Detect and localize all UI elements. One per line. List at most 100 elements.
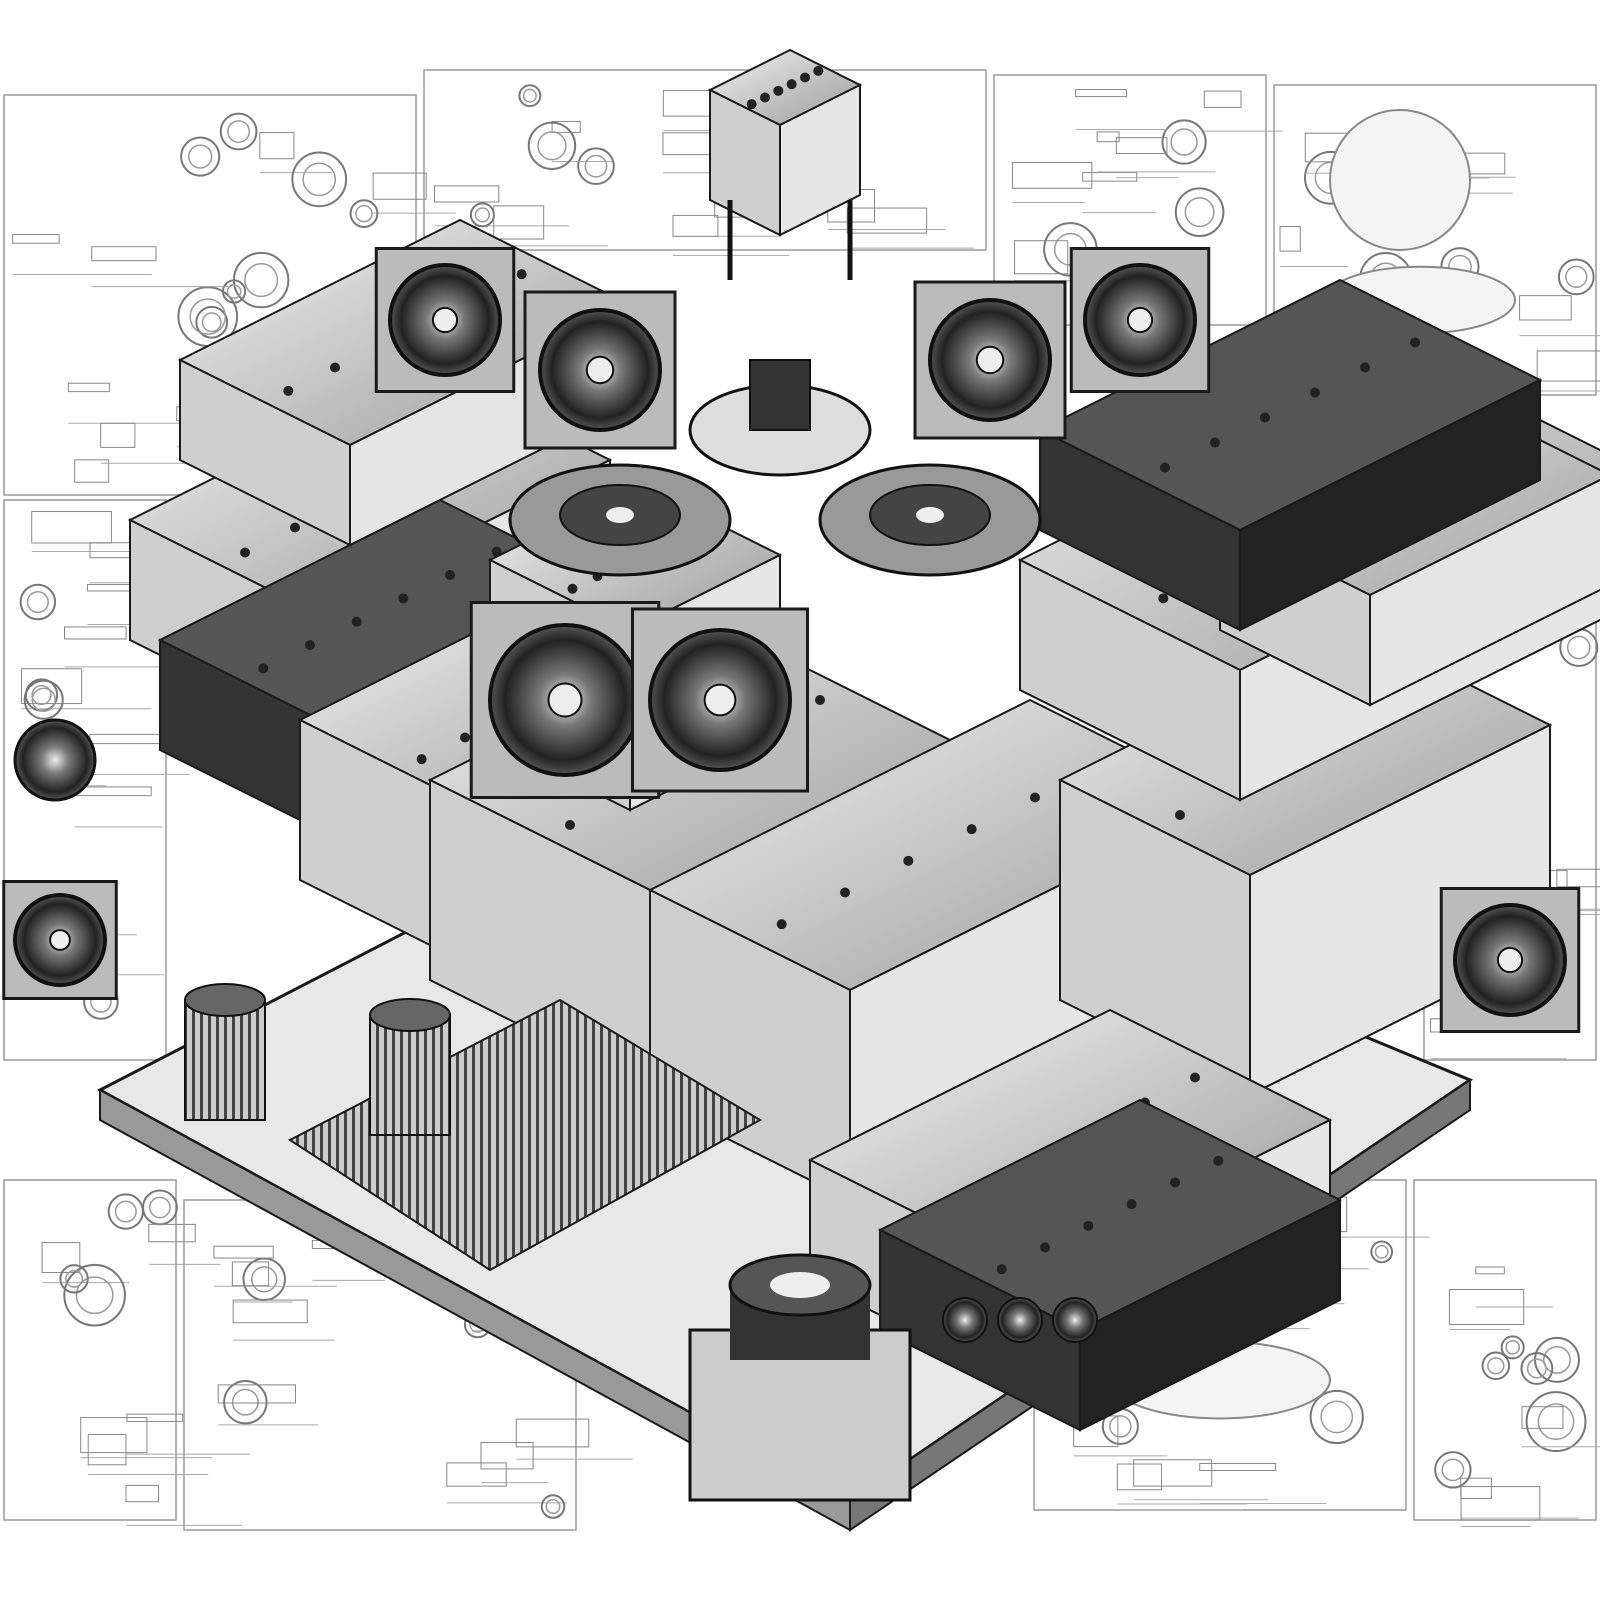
dial-icon <box>226 284 242 299</box>
platter-drawing <box>1329 109 1471 251</box>
knob-icon <box>746 99 757 110</box>
box-side <box>779 83 861 237</box>
dial-icon <box>189 298 227 335</box>
component-box <box>232 1299 308 1324</box>
box-side <box>1079 1198 1341 1432</box>
component-box <box>259 132 295 160</box>
turntable <box>818 463 1042 577</box>
dial-icon <box>1500 1335 1525 1360</box>
dial-icon <box>244 263 279 298</box>
dial-icon <box>1309 1389 1364 1445</box>
dial-icon <box>149 1196 171 1219</box>
dial-icon <box>1526 1358 1547 1379</box>
component-box <box>213 1245 274 1259</box>
dial-icon <box>584 154 608 178</box>
knob-icon <box>460 732 470 743</box>
component-box <box>67 382 110 393</box>
component-box <box>31 511 112 544</box>
dial-icon <box>291 151 348 208</box>
dial-icon <box>1109 1415 1132 1438</box>
dial-icon <box>223 1379 268 1425</box>
dial-icon <box>1184 197 1215 228</box>
speaker-top-center-right <box>913 280 1067 440</box>
cylinder-top <box>184 983 266 1017</box>
knob-icon <box>305 640 315 650</box>
knob-icon <box>760 92 770 103</box>
knob-icon <box>1126 1199 1137 1210</box>
box-side <box>1239 378 1541 632</box>
dial-icon <box>114 1200 137 1223</box>
knob-icon <box>240 547 250 558</box>
component-box <box>846 207 928 234</box>
component-box <box>89 542 133 559</box>
speaker-dustcap <box>431 306 459 334</box>
dial-icon <box>1525 1391 1587 1453</box>
cylinder-filter <box>184 999 266 1121</box>
speaker-dustcap <box>1126 306 1154 334</box>
knob-icon <box>1170 1177 1180 1188</box>
dial-icon <box>1434 1451 1472 1489</box>
bar-speaker-cone <box>1052 1297 1098 1343</box>
controller-right-top <box>1037 278 1543 632</box>
component-box <box>1199 1462 1277 1471</box>
speaker-dustcap <box>547 682 583 718</box>
turntable-spindle <box>606 507 634 523</box>
speaker-top-right <box>1069 247 1211 393</box>
knob-icon <box>330 362 340 373</box>
speaker-top-center-left <box>523 290 677 450</box>
component-box <box>148 1223 196 1243</box>
knob-icon <box>1175 810 1185 820</box>
component-box <box>1116 1463 1163 1491</box>
component-box <box>1133 1459 1213 1487</box>
component-box <box>1096 131 1120 143</box>
panel-frame <box>3 1179 177 1521</box>
knob-icon <box>398 593 409 604</box>
center-drum-grille <box>749 359 811 431</box>
dial-icon <box>231 1388 259 1416</box>
component-box <box>1011 161 1093 189</box>
knob-icon <box>773 85 784 96</box>
component-box <box>433 185 500 203</box>
knob-icon <box>1083 1220 1094 1231</box>
knob-icon <box>996 1264 1007 1275</box>
schematic-panel <box>1413 1179 1600 1528</box>
dial-icon <box>469 202 495 228</box>
dial-icon <box>63 1263 126 1327</box>
knob-icon <box>840 887 850 898</box>
knob-icon <box>800 72 810 83</box>
cylinder-filter <box>369 1014 451 1136</box>
dial-icon <box>1374 1244 1389 1259</box>
panel-frame <box>1413 1179 1597 1521</box>
speaker-dustcap <box>975 345 1005 375</box>
dial-icon <box>355 204 373 223</box>
knob-icon <box>491 546 502 557</box>
component-box <box>64 626 127 640</box>
heatsink-array <box>288 998 762 1272</box>
dial-icon <box>518 84 542 108</box>
puck-center <box>770 1272 830 1298</box>
knob-icon <box>815 695 825 705</box>
knob-icon <box>1260 412 1270 423</box>
dial-icon <box>31 687 56 712</box>
dial-icon <box>23 679 64 720</box>
dial-icon <box>1161 119 1207 165</box>
knob-icon <box>786 79 797 90</box>
dial-icon <box>1505 1340 1521 1355</box>
knob-icon <box>903 855 914 866</box>
speaker-far-right <box>1439 887 1581 1033</box>
component-box <box>125 1484 160 1503</box>
dial-icon <box>540 1494 566 1519</box>
dial-icon <box>1481 1351 1511 1381</box>
component-box <box>12 234 60 244</box>
component-box <box>91 246 157 262</box>
knob-icon <box>565 820 575 830</box>
equipment-stack <box>2 48 1600 1532</box>
component-box <box>74 459 110 483</box>
speaker-center-right <box>631 607 809 793</box>
dial-icon <box>201 312 222 333</box>
component-box <box>1115 137 1168 155</box>
dial-icon <box>219 112 258 151</box>
knob-icon <box>258 663 269 674</box>
dial-icon <box>1487 1357 1505 1375</box>
bar-speaker-cone <box>942 1297 988 1343</box>
